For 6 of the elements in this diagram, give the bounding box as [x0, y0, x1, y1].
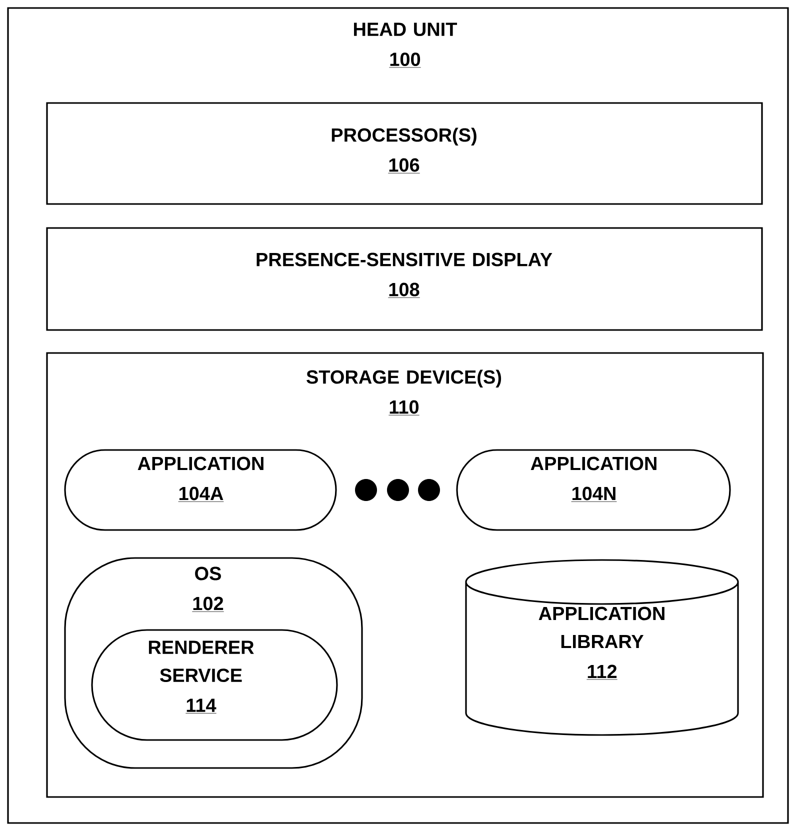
database-cylinder: APPLICATION LIBRARY 112	[465, 559, 739, 736]
application-pill: APPLICATION 104A	[64, 449, 337, 531]
display-box: PRESENCE-SENSITIVE DISPLAY 108	[46, 227, 763, 331]
service-pill: RENDERER SERVICE 114	[91, 629, 338, 741]
application-pill: APPLICATION 104N	[456, 449, 731, 531]
processor-box: PROCESSOR(S) 106	[46, 102, 763, 205]
